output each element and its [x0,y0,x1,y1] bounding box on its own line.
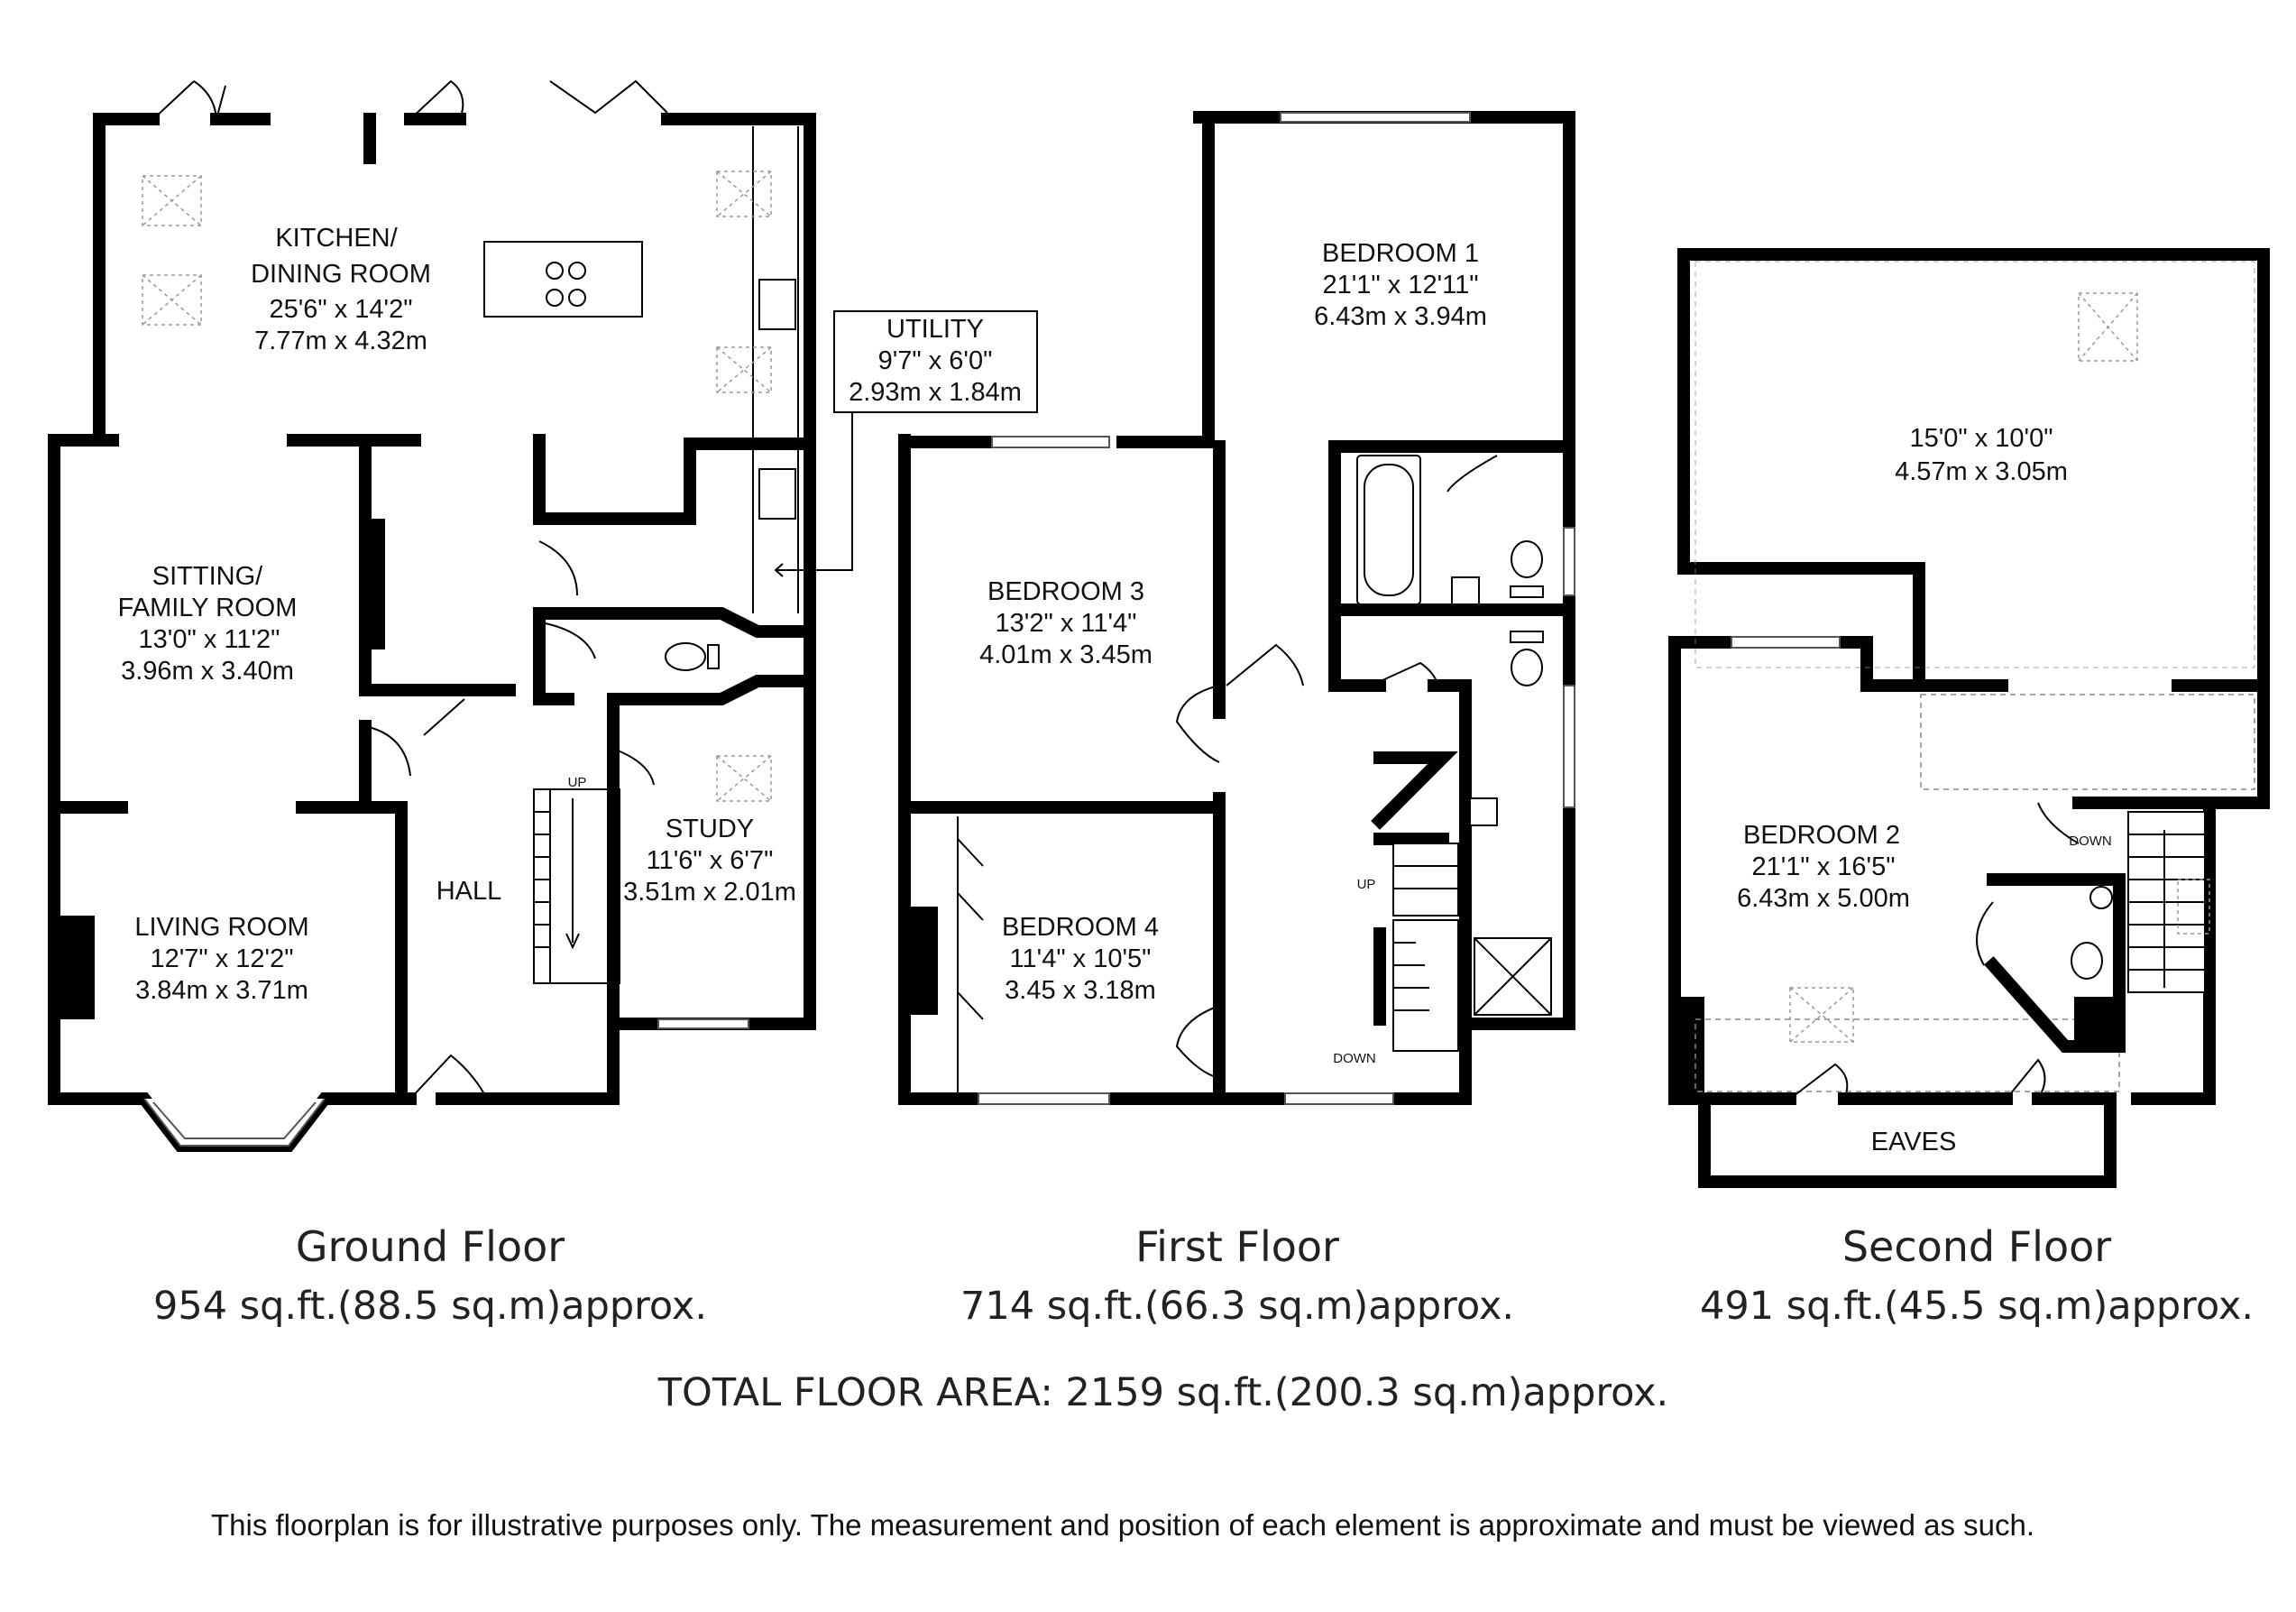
first-floor-stairs [1392,843,1459,1052]
ground-floor-title: Ground Floor [296,1222,565,1271]
loft-metric: 4.57m x 3.05m [1895,457,2068,486]
bedroom1-name: BEDROOM 1 [1322,239,1479,268]
first-stair-up-label: UP [1357,877,1376,892]
bedroom3-name: BEDROOM 3 [987,577,1144,606]
bedroom4-name: BEDROOM 4 [1002,913,1159,942]
kitchen-metric: 7.77m x 4.32m [254,327,427,355]
first-stair-down-label: DOWN [1333,1051,1376,1066]
sitting-imperial: 13'0" x 11'2" [139,625,280,654]
sitting-metric: 3.96m x 3.40m [121,657,294,686]
utility-label-box [833,310,1038,413]
first-floor-plan [898,111,1575,1105]
second-floor-title: Second Floor [1842,1222,2111,1271]
utility-metric: 2.93m x 1.84m [849,378,1022,407]
utility-name: UTILITY [886,315,984,344]
study-metric: 3.51m x 2.01m [623,878,796,907]
kitchen-name-2: DINING ROOM [251,260,431,289]
ground-floor-plan [48,79,1038,1152]
study-name: STUDY [666,815,754,843]
ground-stairs [534,789,580,983]
bedroom1-imperial: 21'1" x 12'11" [1322,271,1478,299]
second-floor-area: 491 sq.ft.(45.5 sq.m)approx. [1700,1284,2254,1329]
second-floor-stairs [2127,811,2206,993]
hall-name: HALL [436,877,502,906]
living-metric: 3.84m x 3.71m [135,976,308,1005]
kitchen-name-1: KITCHEN/ [275,224,398,253]
utility-imperial: 9'7" x 6'0" [878,346,993,375]
room-labels: KITCHEN/ DINING ROOM 25'6" x 14'2" 7.77m… [118,224,2112,1156]
bedroom2-name: BEDROOM 2 [1743,821,1900,850]
second-floor-plan [1668,248,2270,1188]
first-floor-area: 714 sq.ft.(66.3 sq.m)approx. [960,1284,1514,1329]
sitting-name-1: SITTING/ [152,562,263,591]
disclaimer: This floorplan is for illustrative purpo… [211,1508,2034,1542]
ground-floor-area: 954 sq.ft.(88.5 sq.m)approx. [153,1284,707,1329]
bedroom1-metric: 6.43m x 3.94m [1314,302,1487,331]
study-imperial: 11'6" x 6'7" [647,846,774,875]
total-floor-area: TOTAL FLOOR AREA: 2159 sq.ft.(200.3 sq.m… [657,1370,1668,1415]
kitchen-imperial: 25'6" x 14'2" [269,295,412,324]
bedroom4-metric: 3.45 x 3.18m [1005,976,1156,1005]
first-floor-title: First Floor [1135,1222,1339,1271]
eaves-name: EAVES [1871,1128,1957,1156]
sitting-name-2: FAMILY ROOM [118,594,298,622]
second-stair-down-label: DOWN [2069,834,2112,849]
ground-stair-up-label: UP [568,775,587,790]
living-imperial: 12'7" x 12'2" [150,944,293,973]
bedroom3-metric: 4.01m x 3.45m [979,640,1153,669]
bedroom2-metric: 6.43m x 5.00m [1737,884,1910,913]
bedroom3-imperial: 13'2" x 11'4" [996,609,1137,638]
bedroom2-imperial: 21'1" x 16'5" [1751,852,1895,881]
loft-imperial: 15'0" x 10'0" [1909,424,2053,453]
living-name: LIVING ROOM [134,913,308,942]
floor-summaries: Ground Floor 954 sq.ft.(88.5 sq.m)approx… [153,1222,2254,1542]
bedroom4-imperial: 11'4" x 10'5" [1010,944,1152,973]
